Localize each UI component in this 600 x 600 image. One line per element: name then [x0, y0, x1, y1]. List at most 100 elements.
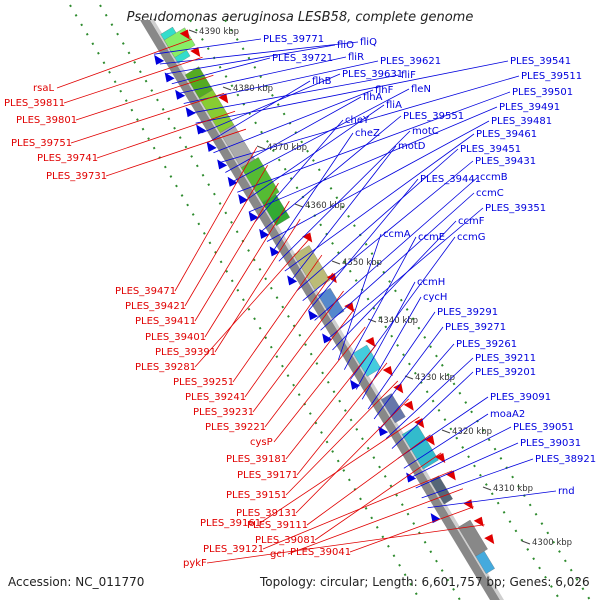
gene-label-forward: cycH	[423, 292, 447, 303]
gene-label-forward: PLES_39351	[485, 203, 546, 214]
red-leader-line	[214, 218, 301, 353]
scale-label: 4320 kbp	[452, 427, 492, 437]
gene-label-reverse: PLES_39121	[203, 544, 264, 555]
blue-leader-line	[343, 236, 417, 370]
gene-label-forward: PLES_39201	[475, 367, 536, 378]
red-leader-line	[75, 74, 214, 121]
forward-gene-arrow-3	[175, 89, 186, 100]
gene-label-forward: PLES_39451	[460, 144, 521, 155]
red-leader-line	[314, 452, 442, 541]
red-leader-line	[63, 56, 203, 104]
blue-leader-line	[355, 281, 416, 390]
gene-label-forward: PLES_39511	[521, 71, 582, 82]
gene-label-forward: rnd	[558, 486, 575, 497]
feature-block-6	[240, 157, 280, 203]
red-leader-line	[306, 434, 431, 526]
blue-leader-line	[153, 38, 262, 55]
gene-label-forward: flhA	[363, 92, 383, 103]
red-leader-line	[96, 110, 236, 159]
red-leader-line	[184, 164, 268, 307]
topology-text: Topology: circular; Length: 6,601,757 bp…	[260, 575, 590, 589]
gene-label-reverse: PLES_39241	[185, 392, 246, 403]
gene-label-reverse: PLES_39171	[237, 470, 298, 481]
reverse-gene-arrow-7	[365, 336, 376, 347]
blue-leader-line	[189, 74, 400, 114]
forward-gene-arrow-6	[206, 141, 217, 152]
gene-label-forward: fliA	[386, 100, 402, 111]
blue-leader-line	[248, 106, 498, 213]
blue-leader-line	[373, 326, 444, 420]
scale-tick	[222, 86, 232, 91]
red-leader-line	[252, 290, 344, 413]
gene-label-reverse: cysP	[250, 437, 273, 448]
gene-label-forward: PLES_38921	[535, 454, 596, 465]
forward-gene-arrow-9	[238, 194, 249, 205]
gene-label-forward: moaA2	[490, 409, 525, 420]
gene-label-reverse: PLES_39751	[11, 138, 72, 149]
gene-label-reverse: gcl	[270, 549, 285, 560]
gene-label-forward: ccmF	[458, 216, 485, 227]
gene-label-reverse: PLES_39811	[4, 98, 65, 109]
gene-label-reverse: pykF	[183, 558, 207, 569]
gene-label-forward: cheY	[345, 115, 370, 126]
gene-label-reverse: PLES_39281	[135, 362, 196, 373]
gene-label-reverse: PLES_39471	[115, 286, 176, 297]
scale-tick	[188, 29, 198, 34]
reverse-gene-arrow-1	[179, 29, 190, 40]
forward-gene-arrow-19	[430, 513, 441, 524]
scale-tick	[367, 318, 377, 323]
blue-leader-line	[290, 145, 397, 282]
feature-block-7	[261, 194, 291, 226]
gene-label-reverse: PLES_39151	[226, 490, 287, 501]
gene-label-forward: motD	[398, 141, 426, 152]
red-leader-line	[287, 488, 464, 555]
forward-gene-arrow-7	[217, 159, 228, 170]
gene-label-forward: cheZ	[355, 128, 380, 139]
reverse-gene-arrow-5	[326, 273, 337, 284]
blue-leader-line	[421, 458, 534, 499]
gene-label-forward: PLES_39721	[272, 53, 333, 64]
blue-leader-line	[391, 371, 474, 449]
feature-block-8	[293, 245, 331, 290]
gene-label-forward: flhF	[375, 85, 394, 96]
gene-label-reverse: PLES_39111	[247, 520, 308, 531]
reverse-gene-arrow-16	[473, 516, 484, 527]
blue-leader-line	[361, 296, 422, 400]
forward-gene-arrow-12	[269, 246, 280, 257]
gene-label-forward: PLES_39481	[491, 116, 552, 127]
orf-track-line-3	[189, 19, 561, 600]
red-leader-line	[262, 470, 453, 550]
map-title: Pseudomonas aeruginosa LESB58, complete …	[126, 10, 474, 25]
reverse-gene-arrow-14	[445, 470, 456, 481]
scale-label: 4340 kbp	[378, 316, 418, 326]
gene-label-forward: PLES_39491	[499, 102, 560, 113]
gene-label-reverse: PLES_39741	[37, 153, 98, 164]
gene-label-forward: fliO	[337, 40, 354, 51]
red-leader-line	[70, 92, 225, 144]
blue-leader-line	[296, 148, 459, 292]
blue-leader-line	[201, 73, 341, 134]
gene-label-forward: PLES_39541	[510, 56, 571, 67]
reverse-gene-arrow-9	[393, 383, 404, 394]
feature-block-10	[352, 344, 382, 377]
red-leader-line	[194, 236, 312, 368]
blue-leader-line	[308, 178, 419, 311]
reverse-gene-arrow-2	[190, 46, 201, 57]
gene-label-reverse: PLES_39221	[205, 422, 266, 433]
feature-block-9	[317, 287, 345, 319]
scale-tick	[482, 486, 492, 491]
gene-label-forward: ccmC	[476, 188, 504, 199]
red-leader-line	[273, 326, 366, 443]
scale-label: 4380 kbp	[233, 84, 273, 94]
red-leader-line	[285, 380, 399, 496]
gene-label-forward: fliQ	[360, 37, 377, 48]
forward-gene-arrow-5	[196, 124, 207, 135]
red-leader-line	[206, 524, 485, 564]
gene-label-reverse: PLES_39251	[173, 377, 234, 388]
blue-leader-line	[183, 60, 379, 104]
blue-leader-line	[379, 343, 455, 430]
blue-leader-line	[427, 490, 557, 509]
gene-label-reverse: PLES_39411	[135, 316, 196, 327]
accession-text: Accession: NC_011770	[8, 575, 145, 589]
